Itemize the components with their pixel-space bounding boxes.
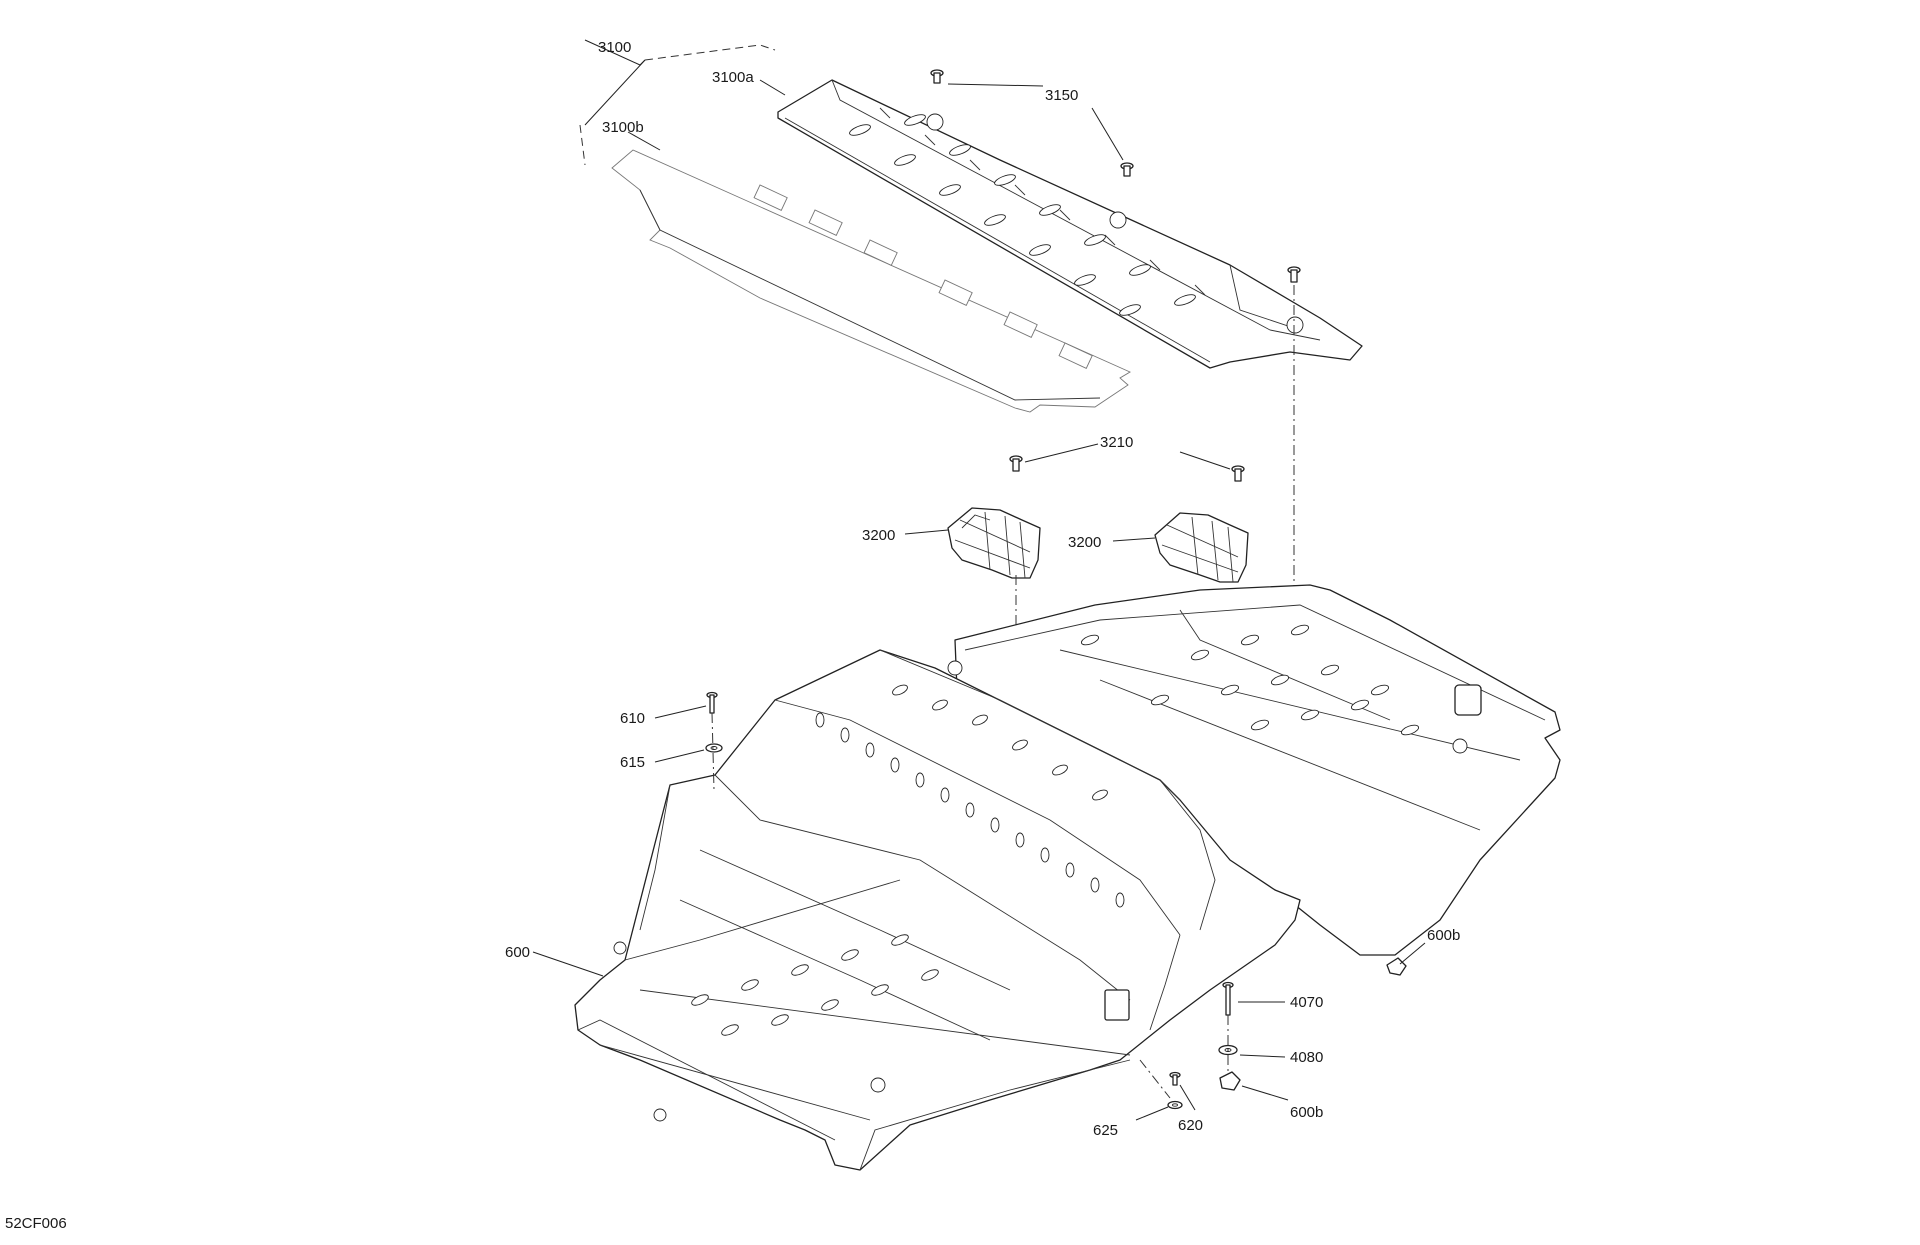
drawing-code: 52CF006 bbox=[5, 1215, 67, 1232]
clip-600b-right bbox=[1386, 957, 1407, 976]
washer-615 bbox=[705, 743, 723, 753]
callout-3210: 3210 bbox=[1100, 434, 1133, 451]
callout-615: 615 bbox=[620, 754, 645, 771]
cover-louvre-slots bbox=[849, 114, 1196, 316]
callout-610: 610 bbox=[620, 710, 645, 727]
fasteners-3150 bbox=[930, 69, 1301, 283]
fasteners-3210 bbox=[1009, 443, 1245, 482]
tunnel-ridge-bumps bbox=[815, 712, 1125, 908]
screw-3210-a bbox=[1009, 455, 1023, 472]
callout-3200-left: 3200 bbox=[862, 527, 895, 544]
callout-3100b: 3100b bbox=[602, 119, 644, 136]
part-3200-mount-right bbox=[1154, 512, 1249, 583]
fastener-4070-screw bbox=[1222, 981, 1234, 1016]
assembly-3100-bracket bbox=[579, 39, 776, 166]
screw-3150-a bbox=[930, 69, 944, 84]
fastener-620-screw bbox=[1169, 1071, 1181, 1086]
pan-drain-slots bbox=[691, 624, 1420, 1036]
callout-3100: 3100 bbox=[598, 39, 631, 56]
screw-3210-b bbox=[1231, 465, 1245, 482]
callout-600b-right: 600b bbox=[1427, 927, 1460, 944]
screw-3150-b bbox=[1120, 162, 1134, 177]
part-3200-mount-left bbox=[947, 507, 1041, 579]
front-tow-bracket bbox=[1104, 989, 1130, 1021]
axis-line-610 bbox=[711, 712, 715, 791]
cover-ribs bbox=[879, 107, 1206, 296]
callout-600b-bottom: 600b bbox=[1290, 1104, 1323, 1121]
part-3100b-seal bbox=[611, 149, 1131, 413]
callout-3150: 3150 bbox=[1045, 87, 1078, 104]
screw-3150-c bbox=[1287, 266, 1301, 283]
part-600-skid-plate bbox=[574, 584, 1561, 1171]
callout-4080: 4080 bbox=[1290, 1049, 1323, 1066]
rear-tow-bracket bbox=[1454, 684, 1482, 716]
axis-line-620 bbox=[1139, 1059, 1171, 1099]
callout-4070: 4070 bbox=[1290, 994, 1323, 1011]
callout-3100a: 3100a bbox=[712, 69, 754, 86]
part-3100a-cover-panel bbox=[777, 79, 1363, 369]
callout-625: 625 bbox=[1093, 1122, 1118, 1139]
callout-3200-right: 3200 bbox=[1068, 534, 1101, 551]
clip-600b-bottom bbox=[1219, 1071, 1241, 1091]
washer-625 bbox=[1167, 1100, 1183, 1110]
fastener-610-screw bbox=[706, 691, 718, 714]
callout-620: 620 bbox=[1178, 1117, 1203, 1134]
callout-600: 600 bbox=[505, 944, 530, 961]
